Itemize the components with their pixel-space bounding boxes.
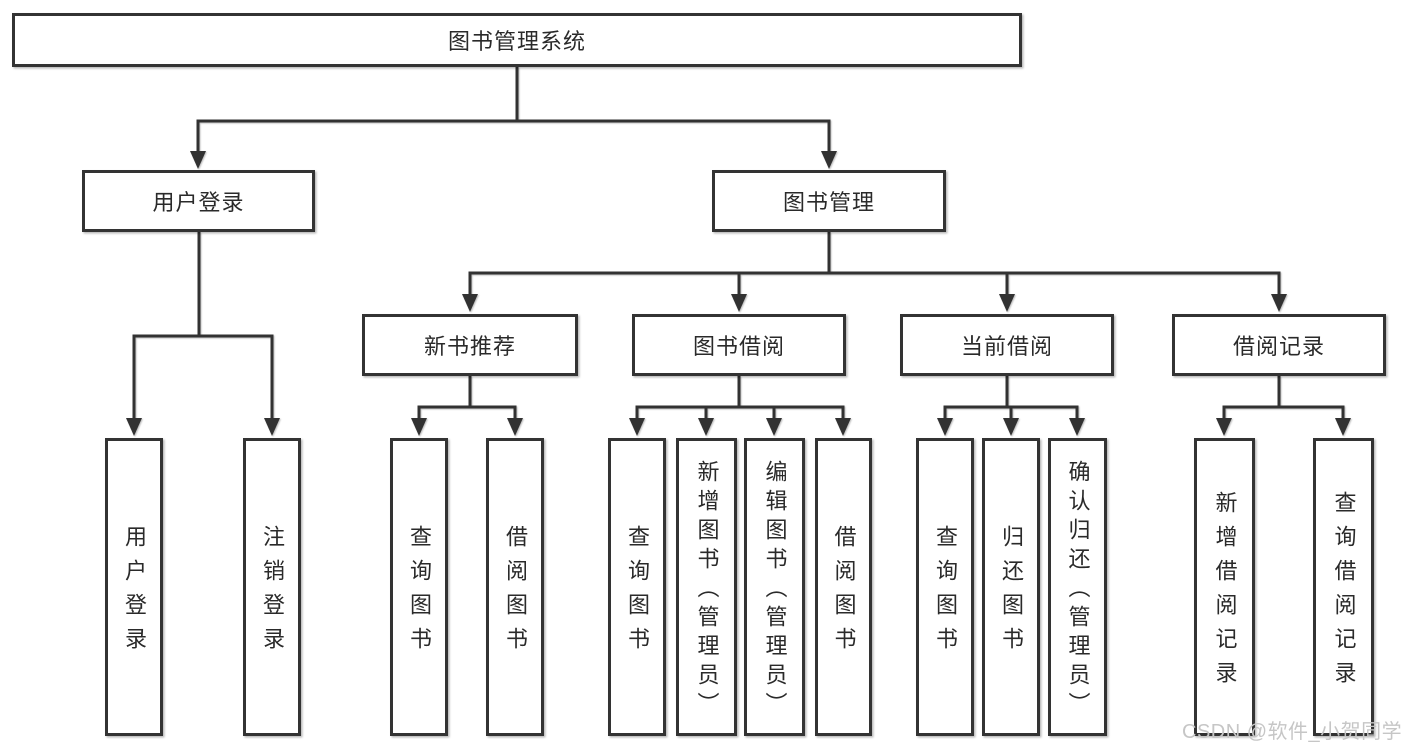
leaf-current-return-book: 归还图书 — [982, 438, 1040, 736]
node-book-borrow-label: 图书借阅 — [692, 334, 785, 359]
leaf-logout-login: 注销登录 — [243, 438, 301, 736]
arrow-down-icon — [629, 418, 645, 436]
leaf-current-confirm-return-admin: 确认归还（管理员） — [1048, 438, 1107, 736]
arrow-down-icon — [731, 294, 747, 312]
arrow-down-icon — [1271, 294, 1287, 312]
node-book-management-label: 图书管理 — [782, 190, 875, 215]
node-new-book-recommend-label: 新书推荐 — [423, 334, 516, 359]
connector-book-borrow-children — [629, 376, 851, 436]
leaf-records-query-record: 查询借阅记录 — [1313, 438, 1374, 736]
leaf-records-add-record-label: 新增借阅记录 — [1212, 491, 1238, 695]
arrow-down-icon — [1216, 418, 1232, 436]
leaf-borrow-add-book-admin: 新增图书（管理员） — [676, 438, 737, 736]
arrow-down-icon — [821, 151, 837, 169]
connector-current-borrow-children — [937, 376, 1085, 436]
node-user-login-label: 用户登录 — [152, 190, 245, 215]
leaf-current-return-book-label: 归还图书 — [999, 525, 1024, 661]
node-root-label: 图书管理系统 — [447, 29, 586, 54]
connector-borrow-records-children — [1216, 376, 1351, 436]
arrow-down-icon — [835, 418, 851, 436]
arrow-down-icon — [1335, 418, 1351, 436]
arrow-down-icon — [507, 418, 523, 436]
arrow-down-icon — [190, 151, 206, 169]
leaf-current-query-book-label: 查询图书 — [933, 525, 958, 661]
arrow-down-icon — [766, 418, 782, 436]
node-new-book-recommend: 新书推荐 — [362, 314, 578, 376]
leaf-borrow-borrow-book: 借阅图书 — [815, 438, 872, 736]
arrow-down-icon — [999, 294, 1015, 312]
leaf-recommend-query-book-label: 查询图书 — [407, 525, 432, 661]
leaf-logout-login-label: 注销登录 — [260, 525, 285, 661]
leaf-borrow-edit-book-admin-label: 编辑图书（管理员） — [762, 460, 788, 721]
arrow-down-icon — [937, 418, 953, 436]
leaf-records-query-record-label: 查询借阅记录 — [1331, 491, 1357, 695]
node-root: 图书管理系统 — [12, 13, 1022, 67]
leaf-current-query-book: 查询图书 — [916, 438, 974, 736]
node-book-management: 图书管理 — [712, 170, 946, 232]
leaf-current-confirm-return-admin-label: 确认归还（管理员） — [1065, 460, 1091, 721]
leaf-borrow-query-book: 查询图书 — [608, 438, 666, 736]
arrow-down-icon — [1003, 418, 1019, 436]
leaf-recommend-borrow-book: 借阅图书 — [486, 438, 544, 736]
arrow-down-icon — [264, 418, 280, 436]
node-borrow-records: 借阅记录 — [1172, 314, 1386, 376]
watermark: CSDN @软件_小贺同学 — [1182, 721, 1403, 743]
node-borrow-records-label: 借阅记录 — [1232, 334, 1325, 359]
connector-root-to-level2 — [190, 67, 837, 169]
leaf-borrow-edit-book-admin: 编辑图书（管理员） — [744, 438, 805, 736]
node-user-login: 用户登录 — [82, 170, 315, 232]
arrow-down-icon — [126, 418, 142, 436]
leaf-borrow-query-book-label: 查询图书 — [625, 525, 650, 661]
arrow-down-icon — [462, 294, 478, 312]
leaf-user-login-label: 用户登录 — [122, 525, 147, 661]
node-current-borrow-label: 当前借阅 — [960, 334, 1053, 359]
leaf-borrow-borrow-book-label: 借阅图书 — [831, 525, 857, 661]
leaf-borrow-add-book-admin-label: 新增图书（管理员） — [694, 460, 720, 721]
leaf-recommend-borrow-book-label: 借阅图书 — [503, 525, 528, 661]
node-current-borrow: 当前借阅 — [900, 314, 1114, 376]
leaf-recommend-query-book: 查询图书 — [390, 438, 448, 736]
leaf-user-login: 用户登录 — [105, 438, 163, 736]
node-book-borrow: 图书借阅 — [632, 314, 846, 376]
connector-new-book-recommend-children — [411, 376, 523, 436]
leaf-records-add-record: 新增借阅记录 — [1194, 438, 1255, 736]
arrow-down-icon — [1069, 418, 1085, 436]
connector-user-login-children — [126, 232, 280, 436]
arrow-down-icon — [411, 418, 427, 436]
arrow-down-icon — [698, 418, 714, 436]
connector-book-management-children — [462, 232, 1287, 312]
